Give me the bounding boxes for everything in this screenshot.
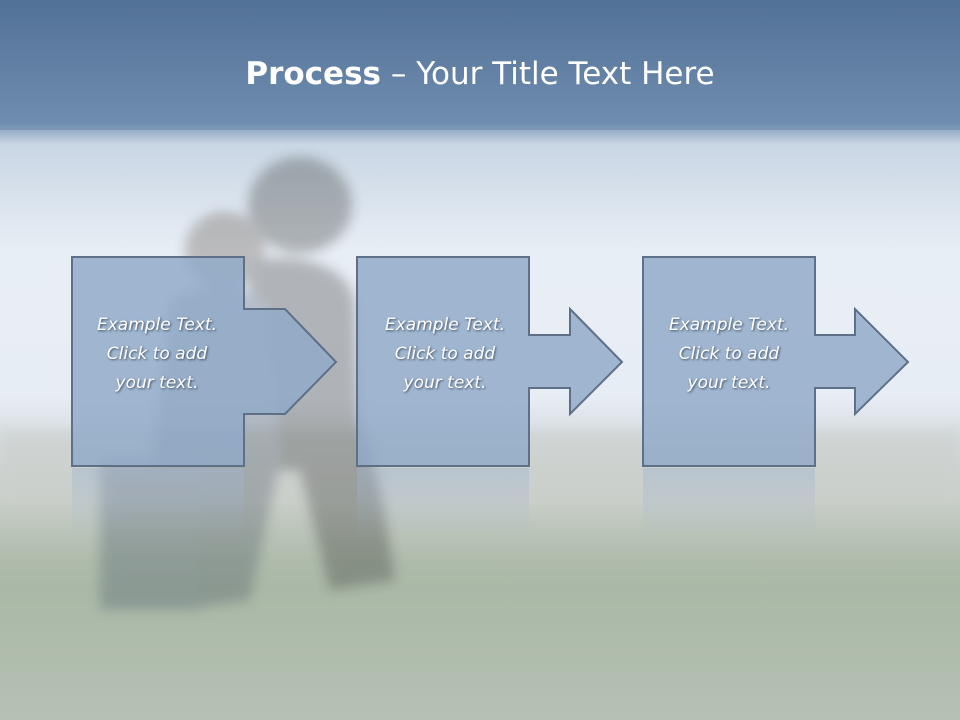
- step-1-arrow-shape: [71, 256, 338, 467]
- title-band: [0, 0, 960, 130]
- step-1-line-1: Example Text.: [96, 315, 218, 335]
- title-bold-text: Process: [245, 56, 381, 92]
- process-step-2[interactable]: [356, 256, 624, 467]
- process-step-3[interactable]: [642, 256, 910, 467]
- step-1-line-3: your text.: [115, 373, 199, 393]
- step-2-line-1: Example Text.: [384, 315, 506, 335]
- step-3-line-1: Example Text.: [668, 315, 790, 335]
- step-reflections: [72, 468, 815, 538]
- step-2-line-2: Click to add: [394, 344, 496, 364]
- step-2-text[interactable]: Example Text. Click to add your text.: [355, 311, 535, 398]
- step-1-text[interactable]: Example Text. Click to add your text.: [67, 311, 247, 398]
- title-rest-text: – Your Title Text Here: [381, 56, 715, 92]
- step-2-line-3: your text.: [403, 373, 487, 393]
- step-1-line-2: Click to add: [106, 344, 208, 364]
- step-3-arrow-shape: [642, 256, 910, 467]
- slide-title[interactable]: Process – Your Title Text Here: [0, 52, 960, 96]
- step-3-line-3: your text.: [687, 373, 771, 393]
- step-3-text[interactable]: Example Text. Click to add your text.: [639, 311, 819, 398]
- process-step-1[interactable]: [71, 256, 338, 467]
- step-2-arrow-shape: [356, 256, 624, 467]
- step-3-line-2: Click to add: [678, 344, 780, 364]
